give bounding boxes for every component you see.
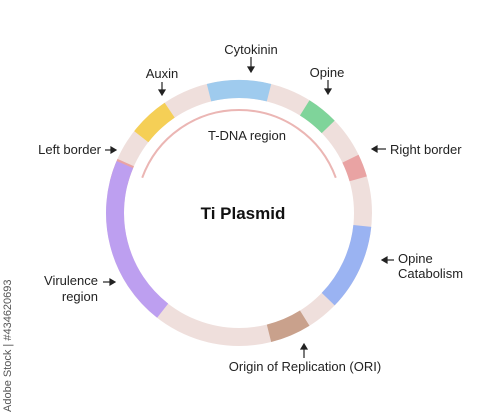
opine-label: Opine [310, 65, 345, 80]
ori-segment [266, 310, 310, 343]
opine-catabolism-label-line1: Opine [398, 251, 433, 266]
auxin-label: Auxin [146, 66, 179, 81]
left-border-label: Left border [38, 142, 102, 157]
opine-arrowhead [323, 88, 333, 96]
arrows [103, 57, 394, 358]
virulence-label-line2: region [62, 289, 98, 304]
cytokinin-arrowhead [246, 66, 256, 74]
tdna-region-label: T-DNA region [208, 128, 286, 143]
right-border-segment [342, 154, 367, 182]
stock-id-watermark: Adobe Stock | #434620693 [2, 279, 14, 412]
opine-segment [299, 100, 335, 134]
auxin-segment [134, 102, 175, 143]
virulence-label-line1: Virulence [44, 273, 98, 288]
opine-catabolism-arrowhead [380, 255, 388, 265]
right-border-label: Right border [390, 142, 462, 157]
tdna-region-arc [141, 108, 337, 179]
opine-catabolism-segment [321, 224, 372, 306]
auxin-arrowhead [157, 89, 167, 97]
diagram-title: Ti Plasmid [201, 204, 286, 223]
virulence-segment [106, 161, 169, 318]
cytokinin-label: Cytokinin [224, 42, 277, 57]
cytokinin-segment [206, 80, 272, 102]
right-border-arrowhead [370, 144, 378, 154]
ori-label: Origin of Replication (ORI) [229, 359, 381, 374]
opine-catabolism-label-line2: Catabolism [398, 266, 463, 281]
ori-arrowhead [299, 342, 309, 350]
left-border-arrowhead [110, 145, 118, 155]
virulence-arrowhead [109, 277, 117, 287]
